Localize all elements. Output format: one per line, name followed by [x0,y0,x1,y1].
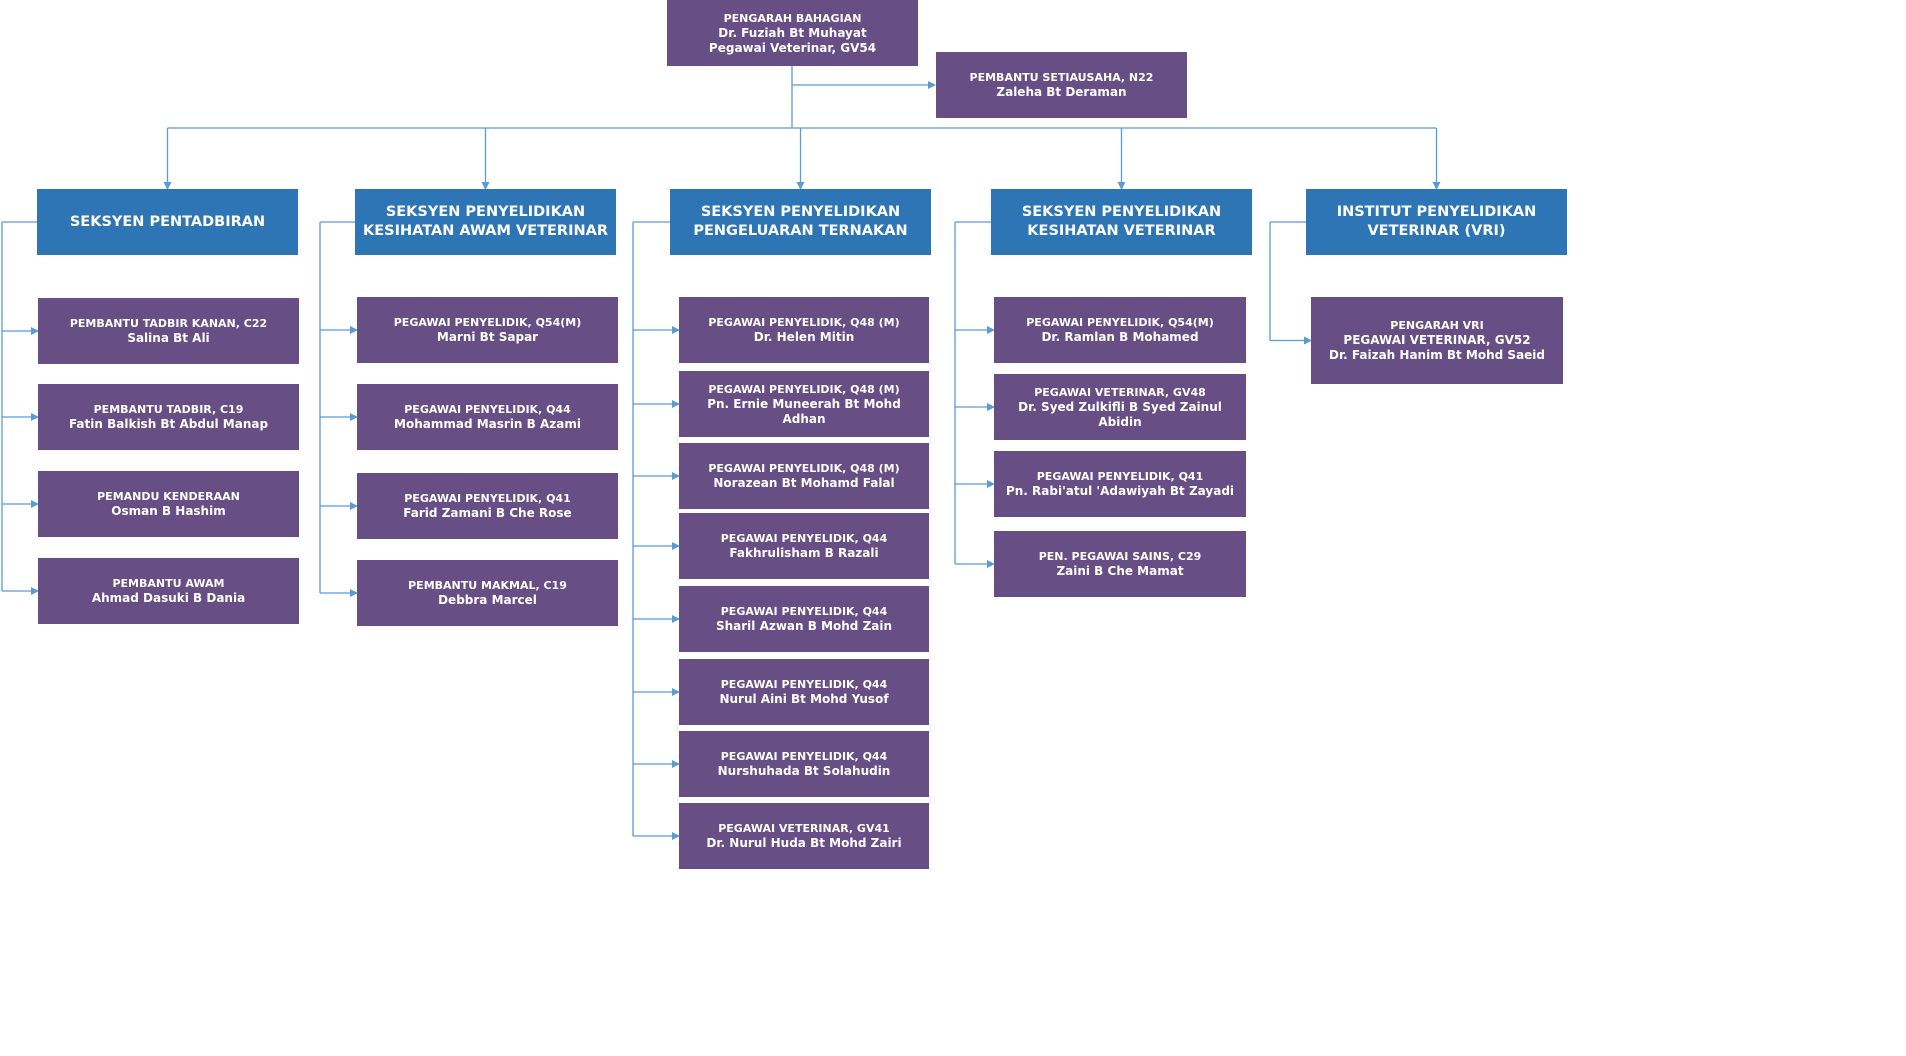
staff-box-line-2: Mohammad Masrin B Azami [394,417,581,431]
staff-box-line-1: PEGAWAI PENYELIDIK, Q44 [404,403,571,416]
staff-box-line-2: Marni Bt Sapar [436,330,539,344]
staff-box-line-1: PEMBANTU TADBIR KANAN, C22 [69,317,268,330]
section-header-5-line-1: INSTITUT PENYELIDIKAN [1336,204,1537,220]
staff-box-line-2: Salina Bt Ali [127,331,210,345]
staff-box: PEGAWAI PENYELIDIK, Q48 (M)Pn. Ernie Mun… [679,371,929,437]
staff-box-line-3: Abidin [1098,414,1142,429]
staff-box-line-1: PEGAWAI PENYELIDIK, Q44 [720,605,888,618]
staff-box-line-2: Fakhrulisham B Razali [729,546,879,560]
director-box-line-2: Dr. Fuziah Bt Muhayat [718,25,867,40]
connector-lines [1,66,1441,840]
staff-box-line-1: PEGAWAI VETERINAR, GV48 [1034,385,1206,399]
staff-box-line-2: Dr. Helen Mitin [753,330,855,344]
section-header-4-line-2: KESIHATAN VETERINAR [1027,223,1216,239]
staff-box-line-1: PENGARAH VRI [1390,319,1484,332]
staff-box-line-1: PEGAWAI PENYELIDIK, Q44 [720,750,888,763]
staff-box-line-1: PEN. PEGAWAI SAINS, C29 [1038,550,1202,563]
staff-box-line-2: Dr. Nurul Huda Bt Mohd Zairi [706,836,902,850]
staff-box-line-1: PEGAWAI PENYELIDIK, Q48 (M) [708,462,900,475]
staff-box: PEGAWAI PENYELIDIK, Q54(M)Dr. Ramlan B M… [994,297,1246,363]
section-header-4-line-1: SEKSYEN PENYELIDIKAN [1021,204,1222,220]
staff-box-line-2: Dr. Ramlan B Mohamed [1041,330,1199,344]
staff-box-line-1: PEGAWAI PENYELIDIK, Q54(M) [1026,316,1214,329]
section-header-3-line-2: PENGELUARAN TERNAKAN [693,223,908,239]
staff-box-line-3: Adhan [782,411,826,426]
section-header-2-line-1: SEKSYEN PENYELIDIKAN [385,204,586,220]
staff-box-line-2: Debbra Marcel [438,593,537,607]
section-header-2: SEKSYEN PENYELIDIKAN KESIHATAN AWAM VETER… [355,189,616,255]
staff-box-line-1: PEGAWAI PENYELIDIK, Q54(M) [393,316,582,329]
director-box-line-3: Pegawai Veterinar, GV54 [708,40,877,55]
staff-box-line-2: Nurul Aini Bt Mohd Yusof [719,692,889,706]
staff-box-line-2: Zaini B Che Mamat [1056,564,1184,578]
section-header-3: SEKSYEN PENYELIDIKAN PENGELUARAN TERNAKAN [670,189,931,255]
staff-box-line-1: PEMBANTU TADBIR, C19 [93,403,244,416]
staff-box-line-2: Osman B Hashim [111,504,226,518]
staff-box: PEGAWAI PENYELIDIK, Q54(M)Marni Bt Sapar [357,297,618,363]
staff-box-line-2: Fatin Balkish Bt Abdul Manap [68,417,269,431]
staff-box-line-3: Dr. Faizah Hanim Bt Mohd Saeid [1328,348,1546,362]
staff-box-line-1: PEGAWAI PENYELIDIK, Q44 [720,678,888,691]
staff-box-line-1: PEGAWAI VETERINAR, GV41 [718,822,890,835]
staff-box-line-2: PEGAWAI VETERINAR, GV52 [1343,333,1531,347]
section-header-3-line-1: SEKSYEN PENYELIDIKAN [700,204,901,220]
staff-box-line-2: Pn. Ernie Muneerah Bt Mohd [707,396,901,411]
section-header-5: INSTITUT PENYELIDIKAN VETERINAR (VRI) [1306,189,1567,255]
staff-box-line-1: PEGAWAI PENYELIDIK, Q41 [404,492,571,505]
staff-box: PEGAWAI PENYELIDIK, Q48 (M)Norazean Bt M… [679,443,929,509]
section-header-1-line-1: SEKSYEN PENTADBIRAN [69,213,266,230]
secretary-box-line-2: Zaleha Bt Deraman [996,85,1127,99]
staff-box-line-1: PEGAWAI PENYELIDIK, Q44 [720,532,888,545]
section-header-2-line-2: KESIHATAN AWAM VETERINAR [363,223,608,239]
staff-box-line-2: Farid Zamani B Che Rose [403,506,572,520]
section-header-4: SEKSYEN PENYELIDIKAN KESIHATAN VETERINAR [991,189,1252,255]
staff-box-line-2: Nurshuhada Bt Solahudin [717,764,891,778]
staff-box-line-2: Ahmad Dasuki B Dania [91,591,246,605]
staff-box-line-1: PEGAWAI PENYELIDIK, Q48 (M) [708,382,900,396]
director-box-line-1: PENGARAH BAHAGIAN [723,11,862,25]
staff-box-line-1: PEGAWAI PENYELIDIK, Q48 (M) [708,316,900,329]
staff-box-line-2: Pn. Rabi'atul 'Adawiyah Bt Zayadi [1005,484,1235,498]
section-header-1: SEKSYEN PENTADBIRAN [37,189,298,255]
staff-box-line-2: Sharil Azwan B Mohd Zain [715,619,893,633]
staff-box-line-2: Norazean Bt Mohamd Falal [713,476,895,490]
staff-box-line-1: PEMBANTU AWAM [112,577,225,590]
staff-box: PEGAWAI PENYELIDIK, Q48 (M)Dr. Helen Mit… [679,297,929,363]
staff-box-line-1: PEMBANTU MAKMAL, C19 [408,579,567,592]
staff-box-line-2: Dr. Syed Zulkifli B Syed Zainul [1018,399,1222,414]
staff-box-line-1: PEMANDU KENDERAAN [97,490,240,503]
staff-box-line-1: PEGAWAI PENYELIDIK, Q41 [1036,470,1204,483]
section-header-5-line-2: VETERINAR (VRI) [1367,223,1506,239]
secretary-box-line-1: PEMBANTU SETIAUSAHA, N22 [969,71,1154,84]
